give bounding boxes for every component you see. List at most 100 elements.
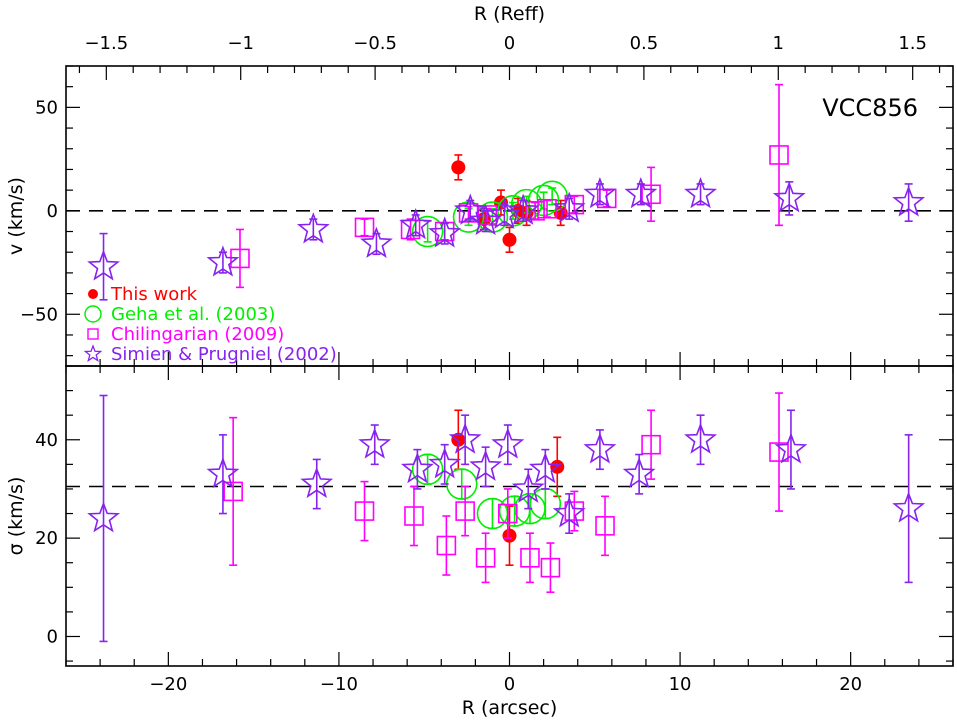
data-point-open-square [475,548,496,568]
x-top-tick-label: −1 [227,33,254,54]
data-point-open-star [469,449,503,481]
data-point-open-star [684,422,717,454]
data-point-open-square [455,501,475,521]
data-point-open-star [428,447,462,479]
data-point-open-star [87,249,120,281]
x-top-tick-label: −0.5 [353,33,397,54]
data-point-open-star [453,193,487,225]
data-point-open-star [528,452,562,484]
data-point-open-square [404,506,424,526]
x-top-tick-label: 1.5 [898,33,927,54]
data-point-open-square [497,503,518,524]
data-point-open-square [595,516,615,536]
legend-label: Geha et al. (2003) [111,304,275,325]
data-point-open-square [769,145,789,165]
data-point-open-star [491,427,525,459]
series-open-square [223,392,789,594]
data-point-open-star [583,177,617,209]
x-top-tick-label: −1.5 [84,33,128,54]
series-open-square [230,83,789,289]
data-point-filled-circle [451,160,466,175]
x-tick-label: 10 [669,674,692,695]
y-tick-label: 0 [47,201,58,222]
data-point-open-star [469,203,503,236]
data-point-open-square [223,481,243,502]
data-point-open-square [436,535,457,556]
data-point-open-square [520,548,540,568]
legend-marker-filled-circle [88,289,98,299]
legend-marker-open-circle [84,305,102,323]
legend-marker-open-star [83,344,103,362]
x-tick-label: 0 [504,674,515,695]
data-point-open-star [892,491,926,523]
y-tick-label: 40 [35,430,58,451]
x-tick-label: −20 [149,674,187,695]
x-top-tick-label: 1 [773,33,784,54]
data-point-filled-circle [502,232,517,247]
legend-item: Geha et al. (2003) [84,304,275,325]
legend-item: This work [88,284,198,305]
data-point-open-star [399,208,433,240]
y-axis-title: v (km/s) [5,177,27,255]
plot-labels: −50 0 50 v (km/s) −1.5 −1 −0.5 0 0.5 1 1.5 R (Reff)… [5,3,927,719]
data-point-open-star [892,185,926,217]
data-point-open-square [641,434,661,455]
data-point-open-square [769,442,789,462]
x-axis-title: R (arcsec) [462,697,558,719]
legend-label: Chilingarian (2009) [111,324,284,345]
data-point-open-star [358,427,392,459]
y-tick-label: 0 [47,626,58,647]
data-point-open-circle [411,215,444,248]
data-point-open-star [87,501,120,533]
plot-frames [65,65,954,667]
y-axis-title: σ (km/s) [5,477,27,556]
legend-marker-open-square [87,328,99,340]
data-point-open-star [552,496,586,528]
data-point-open-star [206,245,240,277]
y-tick-label: 20 [35,528,58,549]
data-point-open-star [300,466,334,499]
data-point-open-star [622,456,656,489]
data-point-open-square [354,501,375,521]
legend-item: Chilingarian (2009) [87,324,284,345]
x-top-axis-title: R (Reff) [474,3,545,25]
data-point-open-star [296,212,330,244]
x-tick-label: 20 [839,674,862,695]
data-point-open-square [537,198,557,219]
y-tick-label: 50 [35,97,58,118]
panel-label: VCC856 [822,94,918,122]
y-tick-label: −50 [20,304,58,325]
data-point-filled-circle [502,528,517,543]
data-point-open-square [540,557,561,578]
series-open-star [87,394,926,643]
data-point-open-star [448,422,482,454]
data-point-open-square [641,184,661,205]
data-point-open-star [583,432,617,464]
data-point-open-star [684,177,717,209]
data-point-open-square [525,201,545,221]
x-top-tick-label: 0.5 [630,33,659,54]
legend-label: Simien & Prugniel (2002) [111,344,337,365]
x-tick-label: −10 [320,674,358,695]
data-point-open-square [354,217,375,238]
legend-label: This work [110,284,198,305]
data-point-open-square [564,501,585,521]
data-point-open-star [624,177,658,209]
plot-marks [66,83,953,643]
data-point-open-star [774,432,808,464]
legend-item: Simien & Prugniel (2002) [83,344,337,365]
series-open-circle [411,453,562,530]
data-point-open-star [360,226,393,258]
data-point-open-star [511,471,545,503]
x-top-tick-label: 0 [504,33,515,54]
data-point-open-star [506,193,540,225]
data-point-open-star [552,191,586,223]
series-open-star [87,177,926,301]
data-point-open-star [400,452,434,484]
data-point-open-star [206,456,240,489]
data-point-open-circle [411,453,444,486]
data-point-open-star [772,181,806,213]
